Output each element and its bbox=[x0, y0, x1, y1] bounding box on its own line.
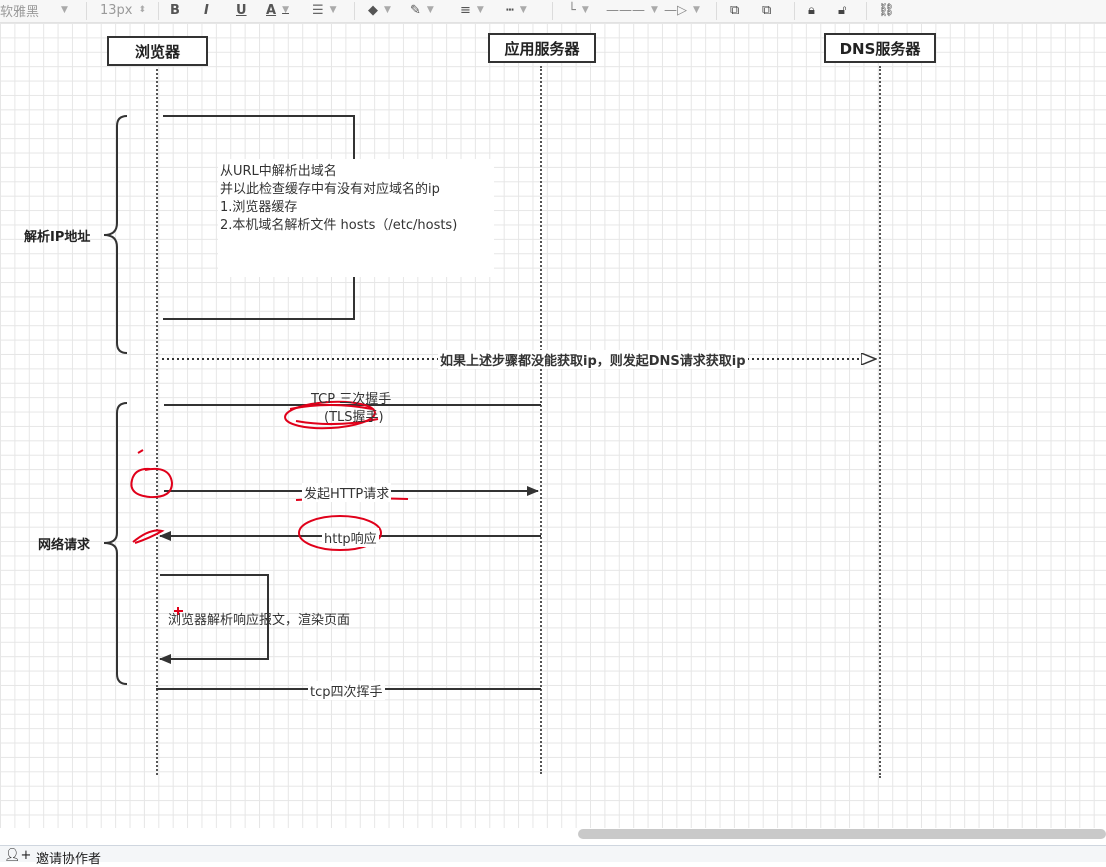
lock-button[interactable]: 🔒︎ bbox=[808, 0, 815, 20]
diagram-canvas[interactable]: 浏览器 应用服务器 DNS服务器 bbox=[0, 23, 1106, 828]
render-label: 浏览器解析响应报文，渲染页面 bbox=[168, 613, 351, 628]
line-style-button[interactable]: ┅▼ bbox=[506, 0, 527, 20]
chevron-down-icon: ▼ bbox=[693, 5, 700, 15]
diagram-lines bbox=[103, 115, 1106, 690]
annotation-plus-mark bbox=[174, 607, 183, 615]
tcp-close-label: tcp四次挥手 bbox=[308, 681, 385, 700]
toolbar-divider bbox=[552, 2, 553, 20]
lifeline-browser bbox=[156, 69, 158, 775]
note-line-4: 2.本机域名解析文件 hosts（/etc/hosts) bbox=[220, 218, 458, 233]
lifeline-app-server bbox=[540, 66, 542, 774]
actor-dns-server-label: DNS服务器 bbox=[839, 39, 921, 58]
font-family-select[interactable]: 软雅黑 ▼ bbox=[0, 0, 68, 20]
note-line-1: 从URL中解析出域名 bbox=[220, 164, 337, 179]
bold-label: B bbox=[170, 2, 180, 18]
http-request-label: 发起HTTP请求 bbox=[302, 483, 392, 502]
red-annotations bbox=[130, 400, 409, 615]
italic-label: I bbox=[204, 2, 209, 18]
underline-button[interactable]: U bbox=[236, 0, 247, 20]
actor-browser-label: 浏览器 bbox=[134, 42, 180, 61]
tcp-handshake-label: TCP 三次握手 bbox=[311, 392, 392, 407]
toolbar-divider bbox=[86, 2, 87, 20]
horizontal-scrollbar[interactable] bbox=[578, 829, 1106, 839]
annotation-scribble-response bbox=[132, 529, 165, 544]
unlock-icon: 🔓︎ bbox=[838, 2, 847, 18]
chevron-down-icon: ▼ bbox=[426, 5, 434, 15]
annotation-tick-mark bbox=[137, 449, 144, 454]
dashed-line-icon: ┅ bbox=[506, 2, 514, 18]
annotation-circle-request bbox=[130, 467, 174, 499]
font-color-button[interactable]: A▼ bbox=[266, 0, 289, 20]
group-label-network-request: 网络请求 bbox=[38, 538, 91, 553]
tls-handshake-label: (TLS握手) bbox=[324, 410, 384, 425]
bold-button[interactable]: B bbox=[170, 0, 180, 20]
annotation-circle-response bbox=[298, 515, 382, 551]
group-label-resolve-ip: 解析IP地址 bbox=[24, 230, 91, 245]
line-width-icon: ≡ bbox=[460, 2, 471, 18]
font-family-value: 软雅黑 bbox=[0, 4, 40, 20]
brace-resolve-ip bbox=[103, 115, 128, 354]
chevron-down-icon: ▼ bbox=[581, 5, 589, 15]
font-size-stepper[interactable]: 13px ⬍ bbox=[100, 0, 146, 20]
chevron-down-icon: ▼ bbox=[519, 5, 527, 15]
bottom-bar: 👤︎+ 邀请协作者 bbox=[0, 845, 1106, 867]
arrow-end-icon: —▷ bbox=[664, 2, 687, 18]
line-start-icon: ——— bbox=[606, 2, 645, 18]
font-size-value: 13px bbox=[100, 2, 133, 18]
note-line-2: 并以此检查缓存中有没有对应域名的ip bbox=[220, 182, 440, 197]
chevron-down-icon: ▼ bbox=[476, 5, 484, 15]
line-end-button[interactable]: —▷ ▼ bbox=[664, 0, 700, 20]
toolbar-divider bbox=[794, 2, 795, 20]
actor-dns-server[interactable]: DNS服务器 bbox=[824, 33, 936, 63]
font-color-label: A bbox=[266, 2, 277, 18]
underline-label: U bbox=[236, 2, 247, 18]
fill-color-button[interactable]: ◆▼ bbox=[368, 0, 391, 20]
toolbar: 软雅黑 ▼ 13px ⬍ B I U A▼ ☰▼ ◆▼ ✎▼ ≡▼ ┅▼ └▼ … bbox=[0, 0, 1106, 23]
chevron-down-icon: ▼ bbox=[282, 5, 289, 15]
annotation-squiggle-tls bbox=[289, 404, 379, 426]
link-button[interactable]: ⛓︎ bbox=[878, 0, 895, 20]
line-start-button[interactable]: ——— ▼ bbox=[606, 0, 658, 20]
dns-request-label: 如果上述步骤都没能获取ip，则发起DNS请求获取ip bbox=[438, 350, 748, 369]
chevron-down-icon: ▼ bbox=[384, 5, 391, 15]
self-call-loop-render bbox=[159, 574, 269, 664]
align-left-icon: ☰ bbox=[312, 2, 324, 18]
actor-app-server[interactable]: 应用服务器 bbox=[488, 33, 596, 63]
align-button[interactable]: ☰▼ bbox=[312, 0, 337, 20]
brace-network-request bbox=[103, 402, 128, 685]
paint-bucket-icon: ◆ bbox=[368, 2, 378, 18]
italic-button[interactable]: I bbox=[204, 0, 209, 20]
actor-browser[interactable]: 浏览器 bbox=[107, 36, 208, 66]
note-resolve-ip[interactable]: 从URL中解析出域名 并以此检查缓存中有没有对应域名的ip 1.浏览器缓存 2.… bbox=[218, 159, 494, 277]
unlock-button[interactable]: 🔓︎ bbox=[838, 0, 846, 20]
pen-icon: ✎ bbox=[410, 2, 421, 18]
link-icon: ⛓︎ bbox=[878, 2, 895, 18]
line-width-button[interactable]: ≡▼ bbox=[460, 0, 484, 20]
toolbar-divider bbox=[716, 2, 717, 20]
annotation-circle-tls bbox=[284, 400, 376, 430]
actor-app-server-label: 应用服务器 bbox=[504, 39, 580, 58]
connector-icon: └ bbox=[568, 2, 576, 18]
line-color-button[interactable]: ✎▼ bbox=[410, 0, 434, 20]
send-back-button[interactable]: ⧉ bbox=[762, 0, 771, 20]
http-response-label: http响应 bbox=[322, 528, 379, 547]
chevron-down-icon: ▼ bbox=[61, 5, 68, 15]
lock-icon: 🔒︎ bbox=[808, 2, 815, 18]
connector-style-button[interactable]: └▼ bbox=[568, 0, 589, 20]
toolbar-divider bbox=[354, 2, 355, 20]
invite-collaborator-button[interactable]: 邀请协作者 bbox=[36, 852, 102, 867]
stepper-arrows-icon: ⬍ bbox=[138, 5, 147, 15]
bring-front-button[interactable]: ⧉ bbox=[730, 0, 739, 20]
note-line-3: 1.浏览器缓存 bbox=[220, 200, 298, 215]
chevron-down-icon: ▼ bbox=[329, 5, 337, 15]
chevron-down-icon: ▼ bbox=[651, 5, 658, 15]
send-to-back-icon: ⧉ bbox=[762, 2, 772, 18]
toolbar-divider bbox=[158, 2, 159, 20]
toolbar-divider bbox=[866, 2, 867, 20]
bring-to-front-icon: ⧉ bbox=[730, 2, 740, 18]
lifeline-dns-server bbox=[879, 66, 881, 778]
add-user-icon[interactable]: 👤︎+ bbox=[4, 848, 32, 863]
